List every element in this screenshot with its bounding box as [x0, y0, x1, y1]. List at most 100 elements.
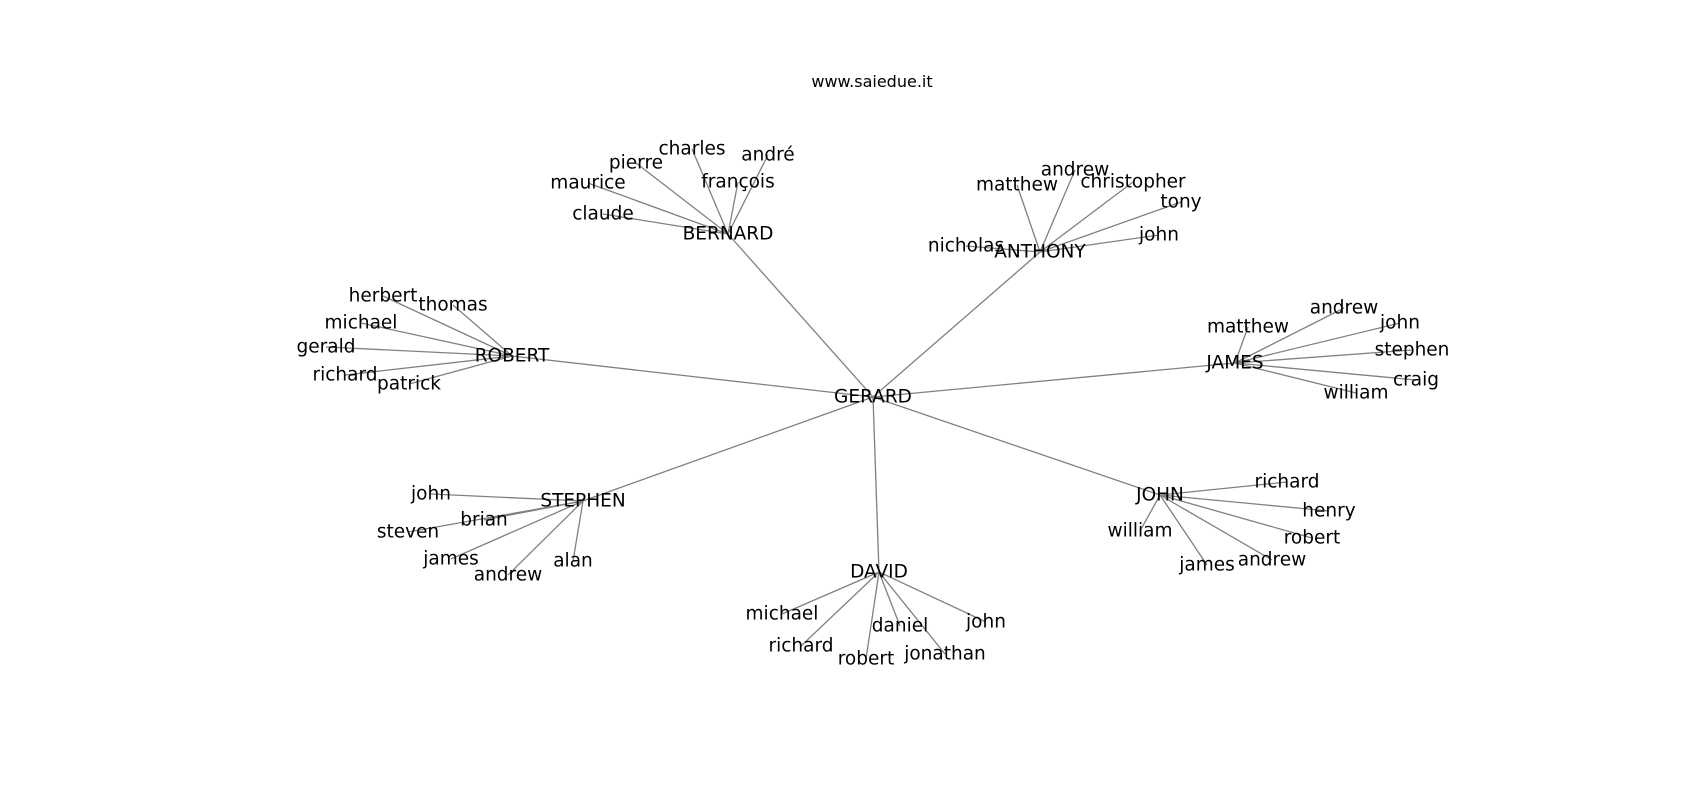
- edge-bernard-maurice: [587, 182, 729, 235]
- labels-layer: GERARD BERNARD charles andré pierre françois m…: [297, 139, 1450, 670]
- edge-john-richard: [1159, 481, 1288, 496]
- edge-anthony-matthew: [1016, 184, 1041, 253]
- edge-root-david: [872, 396, 880, 573]
- node-leaf-bernard-maurice: maurice: [550, 173, 625, 194]
- node-leaf-bernard-andre: andré: [741, 145, 794, 166]
- node-leaf-anthony-matthew: matthew: [976, 175, 1058, 196]
- edge-root-bernard: [727, 233, 874, 398]
- node-leaf-john-robert: robert: [1284, 528, 1341, 549]
- node-leaf-john-james: james: [1178, 555, 1235, 576]
- node-leaf-anthony-tony: tony: [1160, 192, 1201, 213]
- edge-root-john: [872, 396, 1161, 496]
- node-leaf-robert-patrick: patrick: [377, 374, 441, 395]
- node-leaf-david-john: john: [965, 612, 1006, 633]
- node-leaf-anthony-christopher: christopher: [1080, 172, 1186, 193]
- edge-anthony-andrew: [1039, 169, 1076, 253]
- node-leaf-robert-gerald: gerald: [297, 337, 356, 358]
- edge-bernard-charles: [691, 148, 729, 235]
- edge-david-robert: [865, 571, 880, 660]
- node-leaf-anthony-nicholas: nicholas: [928, 236, 1004, 257]
- node-leaf-stephen-steven: steven: [377, 522, 439, 543]
- node-leaf-james-john: john: [1379, 313, 1420, 334]
- node-leaf-bernard-pierre: pierre: [609, 153, 663, 174]
- edge-stephen-andrew: [507, 500, 584, 576]
- node-leaf-stephen-james: james: [422, 549, 479, 570]
- node-leaf-stephen-john: john: [410, 484, 451, 505]
- edge-stephen-james: [450, 500, 584, 560]
- node-leaf-james-craig: craig: [1393, 370, 1439, 391]
- node-leaf-bernard-francois: françois: [701, 172, 774, 193]
- edge-david-richard: [800, 571, 880, 647]
- edge-root-anthony: [872, 251, 1041, 398]
- edge-bernard-francois: [727, 181, 739, 235]
- edge-robert-gerald: [325, 346, 513, 357]
- site-title: www.saiedue.it: [811, 72, 932, 91]
- edge-john-robert: [1159, 494, 1313, 539]
- edge-bernard-andre: [727, 154, 769, 235]
- node-leaf-david-michael: michael: [746, 604, 819, 625]
- edge-james-matthew: [1234, 326, 1249, 364]
- edge-james-john: [1234, 322, 1401, 364]
- node-leaf-robert-richard: richard: [312, 365, 377, 386]
- edge-anthony-tony: [1039, 201, 1182, 253]
- edge-john-henry: [1159, 494, 1330, 512]
- node-leaf-stephen-brian: brian: [460, 510, 508, 531]
- node-leaf-john-andrew: andrew: [1238, 550, 1307, 571]
- node-group-james: JAMES: [1205, 353, 1263, 374]
- edge-anthony-christopher: [1039, 181, 1134, 253]
- node-group-robert: ROBERT: [475, 346, 550, 367]
- edge-stephen-steven: [407, 500, 584, 533]
- node-leaf-anthony-andrew: andrew: [1041, 160, 1110, 181]
- edge-james-stephen: [1234, 349, 1413, 364]
- edge-robert-michael: [360, 322, 513, 357]
- edge-stephen-alan: [572, 500, 584, 562]
- node-leaf-anthony-john: john: [1138, 225, 1179, 246]
- edge-bernard-pierre: [635, 162, 729, 235]
- node-leaf-stephen-andrew: andrew: [474, 565, 543, 586]
- node-group-john: JOHN: [1135, 485, 1184, 506]
- edge-root-james: [872, 362, 1236, 398]
- node-root-gerard: GERARD: [834, 387, 912, 408]
- edge-robert-richard: [344, 355, 513, 376]
- edge-john-james: [1159, 494, 1208, 566]
- node-leaf-david-jonathan: jonathan: [903, 644, 986, 665]
- node-leaf-james-matthew: matthew: [1207, 317, 1289, 338]
- node-leaf-james-william: william: [1323, 383, 1388, 404]
- edge-john-andrew: [1159, 494, 1273, 561]
- edge-robert-patrick: [408, 355, 513, 385]
- node-group-david: DAVID: [850, 562, 908, 583]
- node-group-bernard: BERNARD: [683, 224, 774, 245]
- node-leaf-robert-thomas: thomas: [418, 295, 487, 316]
- node-leaf-david-daniel: daniel: [872, 616, 928, 637]
- node-group-stephen: STEPHEN: [540, 491, 625, 512]
- edge-james-william: [1234, 362, 1357, 394]
- edge-anthony-nicholas: [965, 245, 1041, 253]
- node-leaf-james-andrew: andrew: [1310, 298, 1379, 319]
- edge-david-john: [878, 571, 987, 623]
- edge-david-jonathan: [878, 571, 946, 655]
- node-leaf-john-william: william: [1107, 521, 1172, 542]
- node-group-anthony: ANTHONY: [994, 242, 1086, 263]
- edge-bernard-claude: [602, 213, 729, 235]
- edge-root-robert: [511, 355, 874, 398]
- node-leaf-robert-michael: michael: [325, 313, 398, 334]
- edge-david-michael: [781, 571, 880, 615]
- edge-john-william: [1139, 494, 1161, 532]
- edge-david-daniel: [878, 571, 901, 627]
- node-leaf-bernard-claude: claude: [572, 204, 634, 225]
- edge-root-stephen: [582, 396, 874, 502]
- node-leaf-bernard-charles: charles: [659, 139, 726, 160]
- node-leaf-david-robert: robert: [838, 649, 895, 670]
- node-leaf-john-henry: henry: [1302, 501, 1355, 522]
- node-leaf-john-richard: richard: [1254, 472, 1319, 493]
- node-leaf-stephen-alan: alan: [553, 551, 593, 572]
- edge-robert-thomas: [452, 304, 513, 357]
- edge-robert-herbert: [382, 295, 513, 357]
- edge-anthony-john: [1039, 234, 1160, 253]
- edge-stephen-john: [430, 493, 584, 502]
- node-leaf-james-stephen: stephen: [1375, 340, 1450, 361]
- edge-james-craig: [1234, 362, 1417, 381]
- node-leaf-david-richard: richard: [768, 636, 833, 657]
- edges-layer: [325, 148, 1417, 660]
